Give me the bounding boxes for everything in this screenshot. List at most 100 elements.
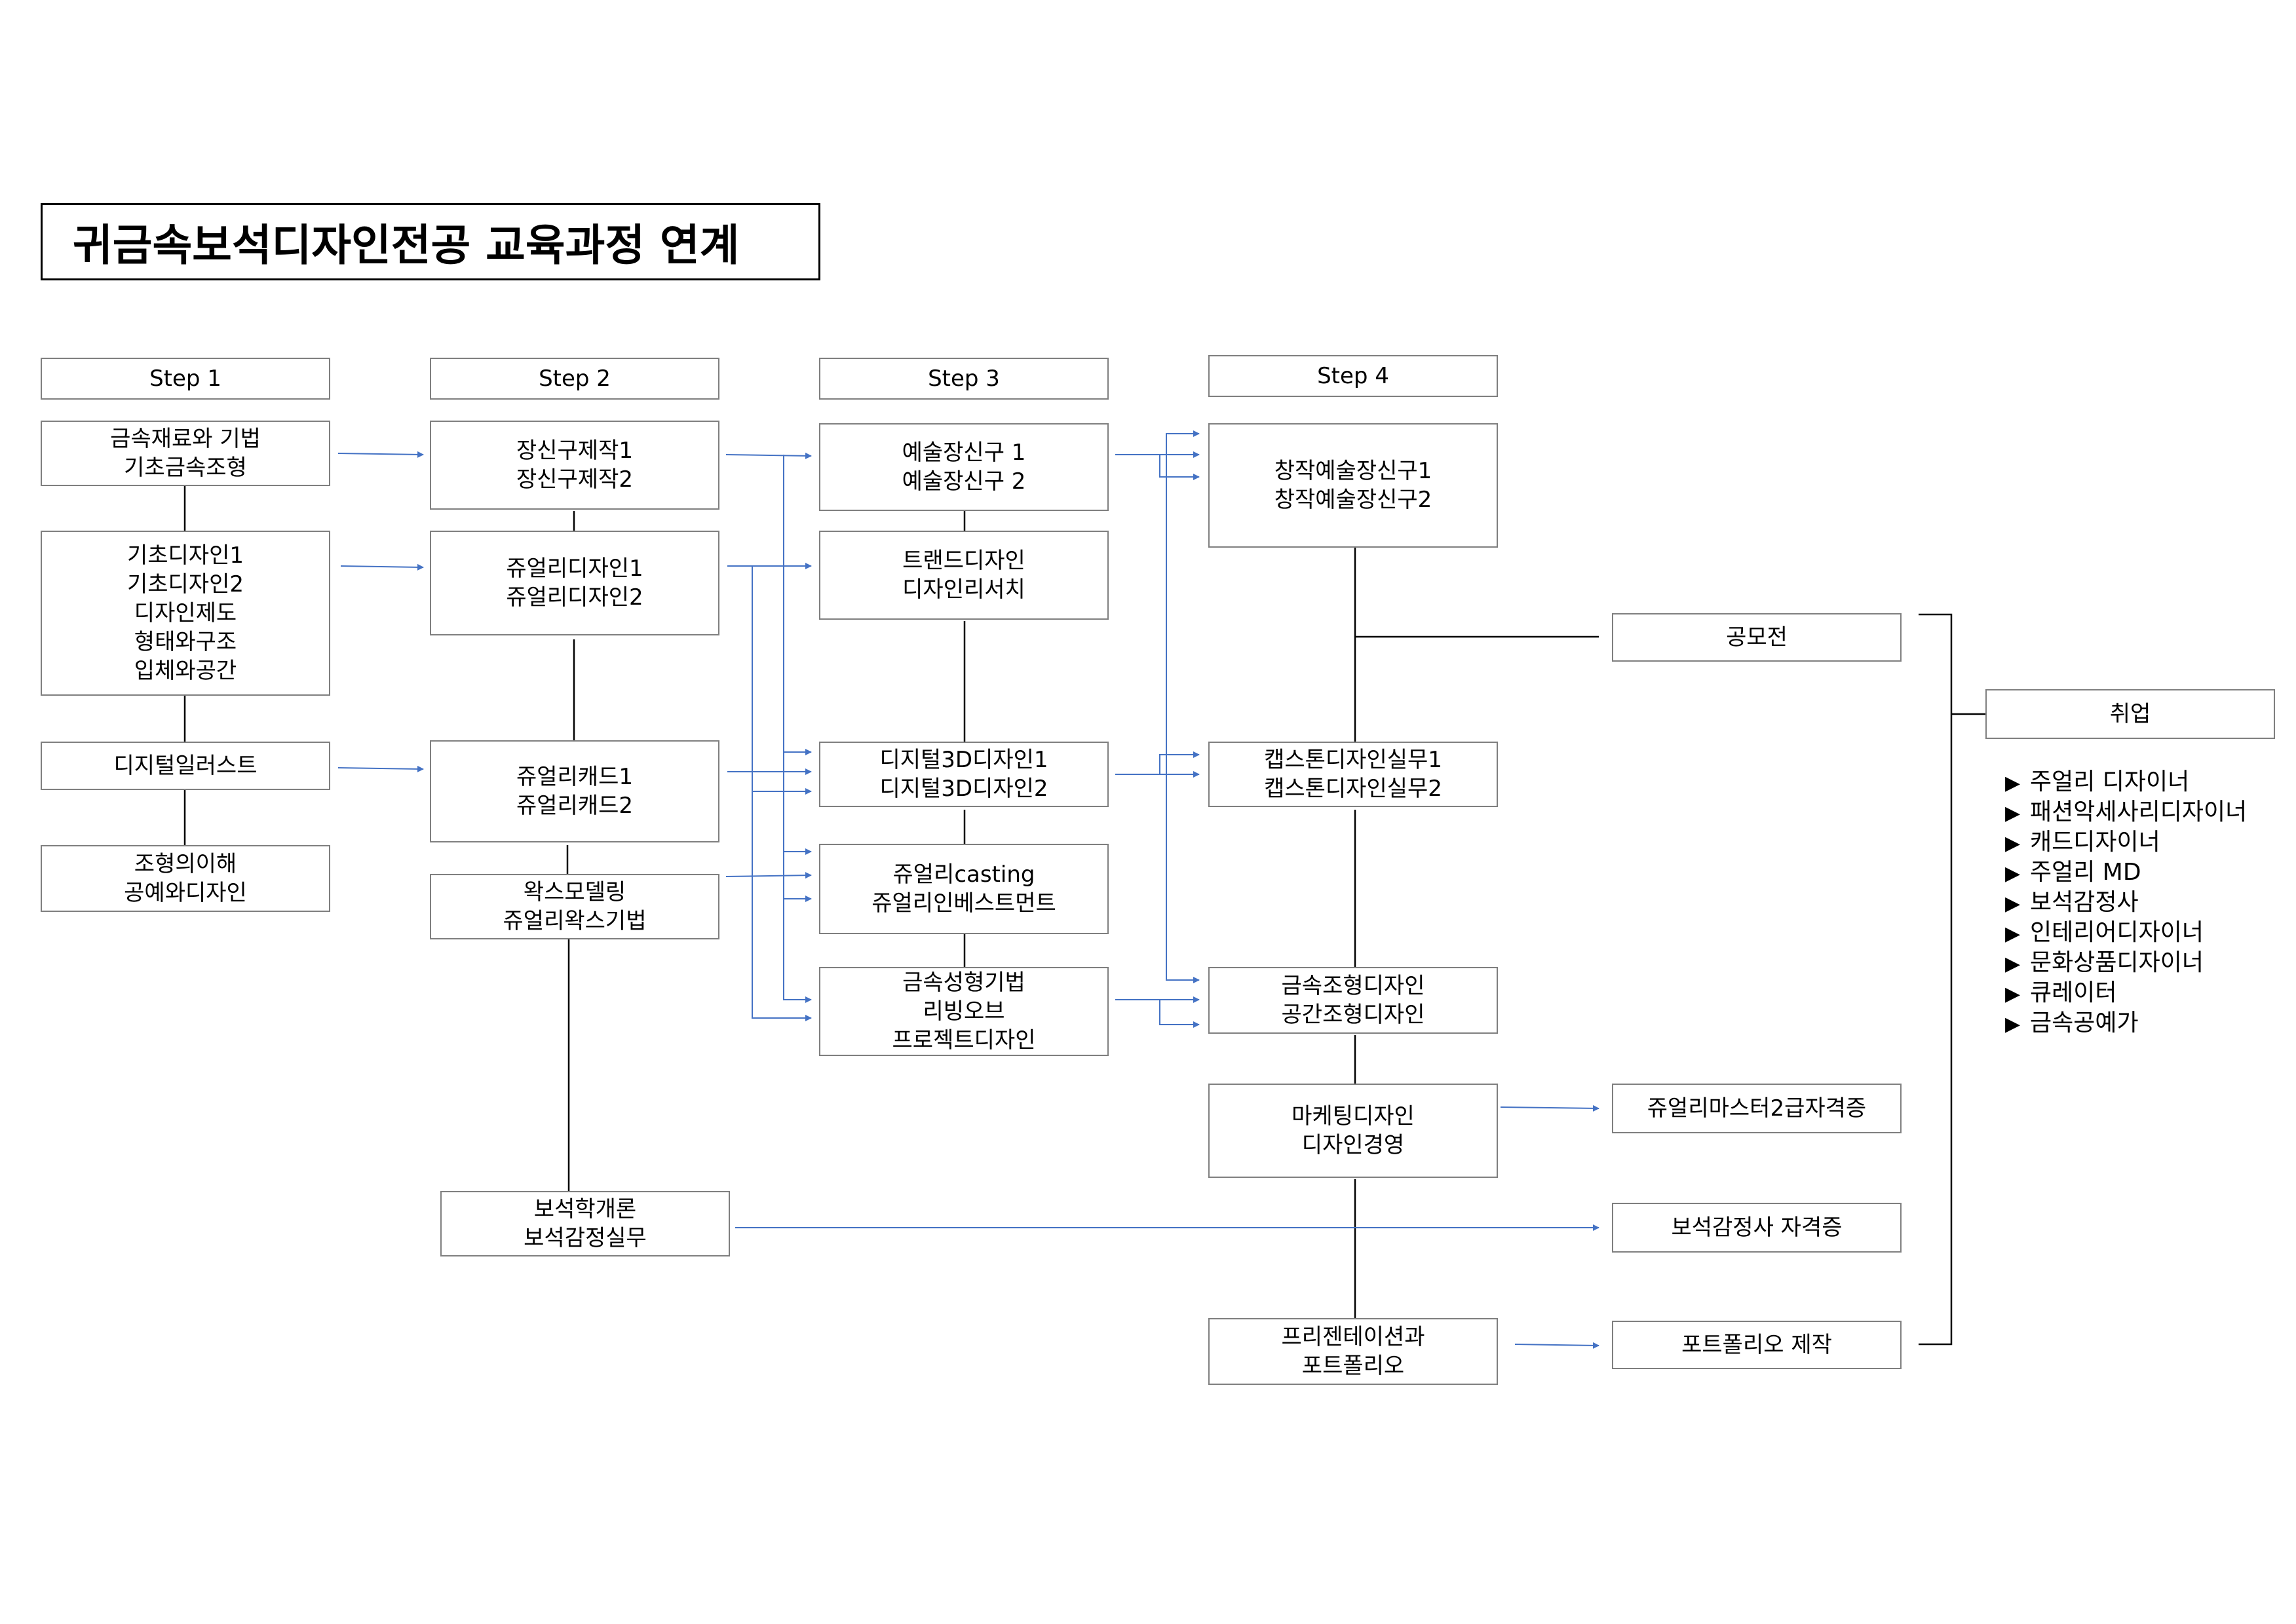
employment-label: 취업 — [2109, 701, 2151, 727]
triangle-bullet-icon: ▶ — [2005, 892, 2021, 915]
course-label: 기초디자인1 — [126, 542, 244, 569]
course-box-ornament-making: 장신구제작1 장신구제작2 — [430, 421, 719, 510]
course-label: 쥬얼리casting — [892, 861, 1035, 888]
step-3-label: Step 3 — [928, 366, 1000, 392]
list-item: ▶ 보석감정사 — [2005, 888, 2247, 918]
course-label: 창작예술장신구2 — [1274, 487, 1432, 513]
triangle-bullet-icon: ▶ — [2005, 772, 2021, 795]
course-label: 프리젠테이션과 — [1281, 1324, 1425, 1350]
course-label: 캡스톤디자인실무1 — [1264, 747, 1442, 773]
list-item: ▶ 패션악세사리디자이너 — [2005, 798, 2247, 828]
course-label: 창작예술장신구1 — [1274, 458, 1432, 484]
course-label: 디자인제도 — [134, 600, 237, 626]
course-label: 금속성형기법 — [902, 970, 1025, 996]
step-1-label: Step 1 — [149, 366, 221, 392]
backbone-lines — [183, 485, 1985, 1346]
course-label: 리빙오브 — [923, 998, 1005, 1025]
list-item: ▶ 주얼리 MD — [2005, 858, 2247, 888]
course-label: 보석감정실무 — [524, 1225, 647, 1251]
course-label: 디자인경영 — [1301, 1132, 1405, 1158]
course-label: 디자인리서치 — [902, 576, 1025, 603]
outcome-label: 보석감정사 자격증 — [1671, 1215, 1843, 1241]
outcome-label: 공모전 — [1726, 624, 1788, 651]
course-box-jewelry-cad: 쥬얼리캐드1 쥬얼리캐드2 — [430, 740, 719, 842]
course-label: 포트폴리오 — [1301, 1353, 1405, 1379]
job-list: ▶ 주얼리 디자이너 ▶ 패션악세사리디자이너 ▶ 캐드디자이너 ▶ 주얼리 MD ▶ 보… — [2005, 768, 2247, 1039]
step-2-header: Step 2 — [430, 358, 719, 400]
triangle-bullet-icon: ▶ — [2005, 922, 2021, 945]
course-label: 장신구제작1 — [516, 438, 634, 464]
course-box-basic-design: 기초디자인1 기초디자인2 디자인제도 형태와구조 입체와공간 — [41, 531, 330, 696]
course-label: 쥬얼리캐드1 — [516, 764, 634, 790]
course-label: 조형의이해 — [134, 851, 237, 877]
course-label: 쥬얼리디자인2 — [506, 584, 643, 611]
outcome-portfolio: 포트폴리오 제작 — [1612, 1321, 1902, 1369]
course-label: 입체와공간 — [134, 658, 237, 684]
course-box-capstone: 캡스톤디자인실무1 캡스톤디자인실무2 — [1208, 742, 1498, 807]
course-label: 예술장신구 1 — [902, 440, 1026, 466]
course-label: 기초디자인2 — [126, 571, 244, 597]
course-box-formative: 조형의이해 공예와디자인 — [41, 845, 330, 912]
triangle-bullet-icon: ▶ — [2005, 983, 2021, 1006]
flow-arrows — [337, 430, 1599, 1349]
course-label: 보석학개론 — [533, 1196, 637, 1222]
course-box-art-ornament: 예술장신구 1 예술장신구 2 — [819, 423, 1109, 511]
triangle-bullet-icon: ▶ — [2005, 953, 2021, 975]
outcome-jewelry-cert: 쥬얼리마스터2급자격증 — [1612, 1084, 1902, 1133]
triangle-bullet-icon: ▶ — [2005, 802, 2021, 825]
step-3-header: Step 3 — [819, 358, 1109, 400]
step-4-header: Step 4 — [1208, 355, 1498, 397]
list-item: ▶ 금속공예가 — [2005, 1009, 2247, 1039]
course-box-digital-illust: 디지털일러스트 — [41, 742, 330, 790]
triangle-bullet-icon: ▶ — [2005, 1013, 2021, 1036]
course-label: 장신구제작2 — [516, 466, 634, 493]
course-box-metal-sculpture: 금속조형디자인 공간조형디자인 — [1208, 967, 1498, 1034]
triangle-bullet-icon: ▶ — [2005, 832, 2021, 855]
course-label: 기초금속조형 — [124, 455, 247, 481]
course-label: 공예와디자인 — [124, 880, 247, 906]
job-label: 캐드디자이너 — [2030, 829, 2160, 856]
course-box-presentation: 프리젠테이션과 포트폴리오 — [1208, 1318, 1498, 1385]
course-label: 쥬얼리캐드2 — [516, 793, 634, 819]
job-label: 보석감정사 — [2030, 889, 2139, 916]
job-label: 금속공예가 — [2030, 1010, 2139, 1036]
list-item: ▶ 주얼리 디자이너 — [2005, 768, 2247, 798]
course-label: 쥬얼리디자인1 — [506, 556, 643, 582]
course-box-metal-materials: 금속재료와 기법 기초금속조형 — [41, 421, 330, 486]
course-label: 프로젝트디자인 — [892, 1027, 1036, 1053]
course-label: 형태와구조 — [134, 629, 237, 655]
outcome-gem-cert: 보석감정사 자격증 — [1612, 1203, 1902, 1253]
course-label: 캡스톤디자인실무2 — [1264, 776, 1442, 802]
course-box-marketing-design: 마케팅디자인 디자인경영 — [1208, 1084, 1498, 1178]
course-label: 쥬얼리왁스기법 — [503, 908, 647, 934]
course-label: 예술장신구 2 — [902, 468, 1026, 495]
course-box-jewelry-design: 쥬얼리디자인1 쥬얼리디자인2 — [430, 531, 719, 635]
course-label: 금속재료와 기법 — [110, 426, 261, 452]
step-2-label: Step 2 — [539, 366, 611, 392]
list-item: ▶ 큐레이터 — [2005, 979, 2247, 1009]
course-label: 왁스모델링 — [523, 879, 626, 905]
course-box-digital-3d: 디지털3D디자인1 디지털3D디자인2 — [819, 742, 1109, 807]
step-4-label: Step 4 — [1317, 363, 1389, 389]
job-label: 주얼리 MD — [2030, 859, 2141, 886]
employment-box: 취업 — [1985, 689, 2275, 739]
course-label: 공간조형디자인 — [1281, 1002, 1425, 1028]
course-box-trend-design: 트랜드디자인 디자인리서치 — [819, 531, 1109, 620]
course-box-creative-ornament: 창작예술장신구1 창작예술장신구2 — [1208, 423, 1498, 548]
list-item: ▶ 문화상품디자이너 — [2005, 949, 2247, 979]
course-label: 쥬얼리인베스트먼트 — [871, 890, 1056, 916]
outcome-label: 쥬얼리마스터2급자격증 — [1647, 1095, 1867, 1122]
job-label: 인테리어디자이너 — [2030, 919, 2204, 946]
course-box-wax-modeling: 왁스모델링 쥬얼리왁스기법 — [430, 874, 719, 939]
job-label: 큐레이터 — [2030, 979, 2117, 1006]
job-label: 문화상품디자이너 — [2030, 949, 2204, 976]
course-label: 마케팅디자인 — [1292, 1103, 1415, 1129]
job-label: 주얼리 디자이너 — [2030, 768, 2190, 795]
job-label: 패션악세사리디자이너 — [2030, 799, 2248, 825]
course-label: 금속조형디자인 — [1281, 973, 1425, 999]
outcome-label: 포트폴리오 제작 — [1681, 1332, 1832, 1358]
step-1-header: Step 1 — [41, 358, 330, 400]
course-label: 디지털일러스트 — [113, 753, 258, 779]
triangle-bullet-icon: ▶ — [2005, 862, 2021, 885]
